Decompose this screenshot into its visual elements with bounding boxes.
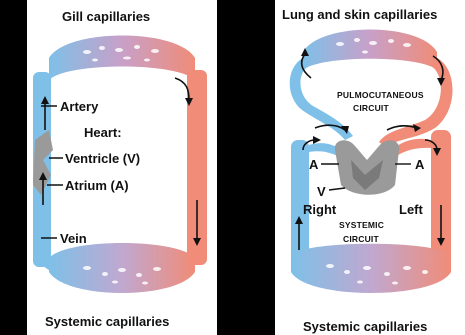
ventricle-label: V [317, 185, 326, 198]
left-atrium-label: A [415, 158, 424, 171]
amphibian-systemic-capillaries-label: Systemic capillaries [303, 320, 427, 333]
gill-capillaries-label: Gill capillaries [62, 10, 150, 23]
fish-circulation-panel: Gill capillaries Artery Heart: Ventricle… [27, 0, 217, 335]
ventricle-label: Ventricle (V) [65, 152, 140, 165]
fish-systemic-capillaries-label: Systemic capillaries [45, 315, 169, 328]
atrium-label: Atrium (A) [65, 179, 129, 192]
amphibian-circulation-diagram [275, 0, 465, 335]
systemic-circuit-label-line2: CIRCUIT [343, 235, 379, 244]
heart-label: Heart: [84, 126, 122, 139]
pulmocutaneous-label-line2: CIRCUIT [353, 104, 389, 113]
lung-skin-capillary-bed [303, 30, 437, 71]
left-side-label: Left [399, 203, 423, 216]
right-side-label: Right [303, 203, 336, 216]
systemic-circuit-label-line1: SYSTEMIC [339, 221, 384, 230]
artery-label: Artery [60, 100, 98, 113]
amphibian-circulation-panel: Lung and skin capillaries PULMOCUTANEOUS… [275, 0, 465, 335]
vein-label: Vein [60, 232, 87, 245]
fish-circulation-diagram [27, 0, 217, 335]
right-atrium-label: A [309, 158, 318, 171]
amphibian-systemic-capillary-bed [291, 244, 451, 293]
gill-capillary-bed [49, 36, 195, 81]
pulmocutaneous-label-line1: PULMOCUTANEOUS [337, 91, 424, 100]
lung-skin-capillaries-label: Lung and skin capillaries [282, 8, 437, 21]
